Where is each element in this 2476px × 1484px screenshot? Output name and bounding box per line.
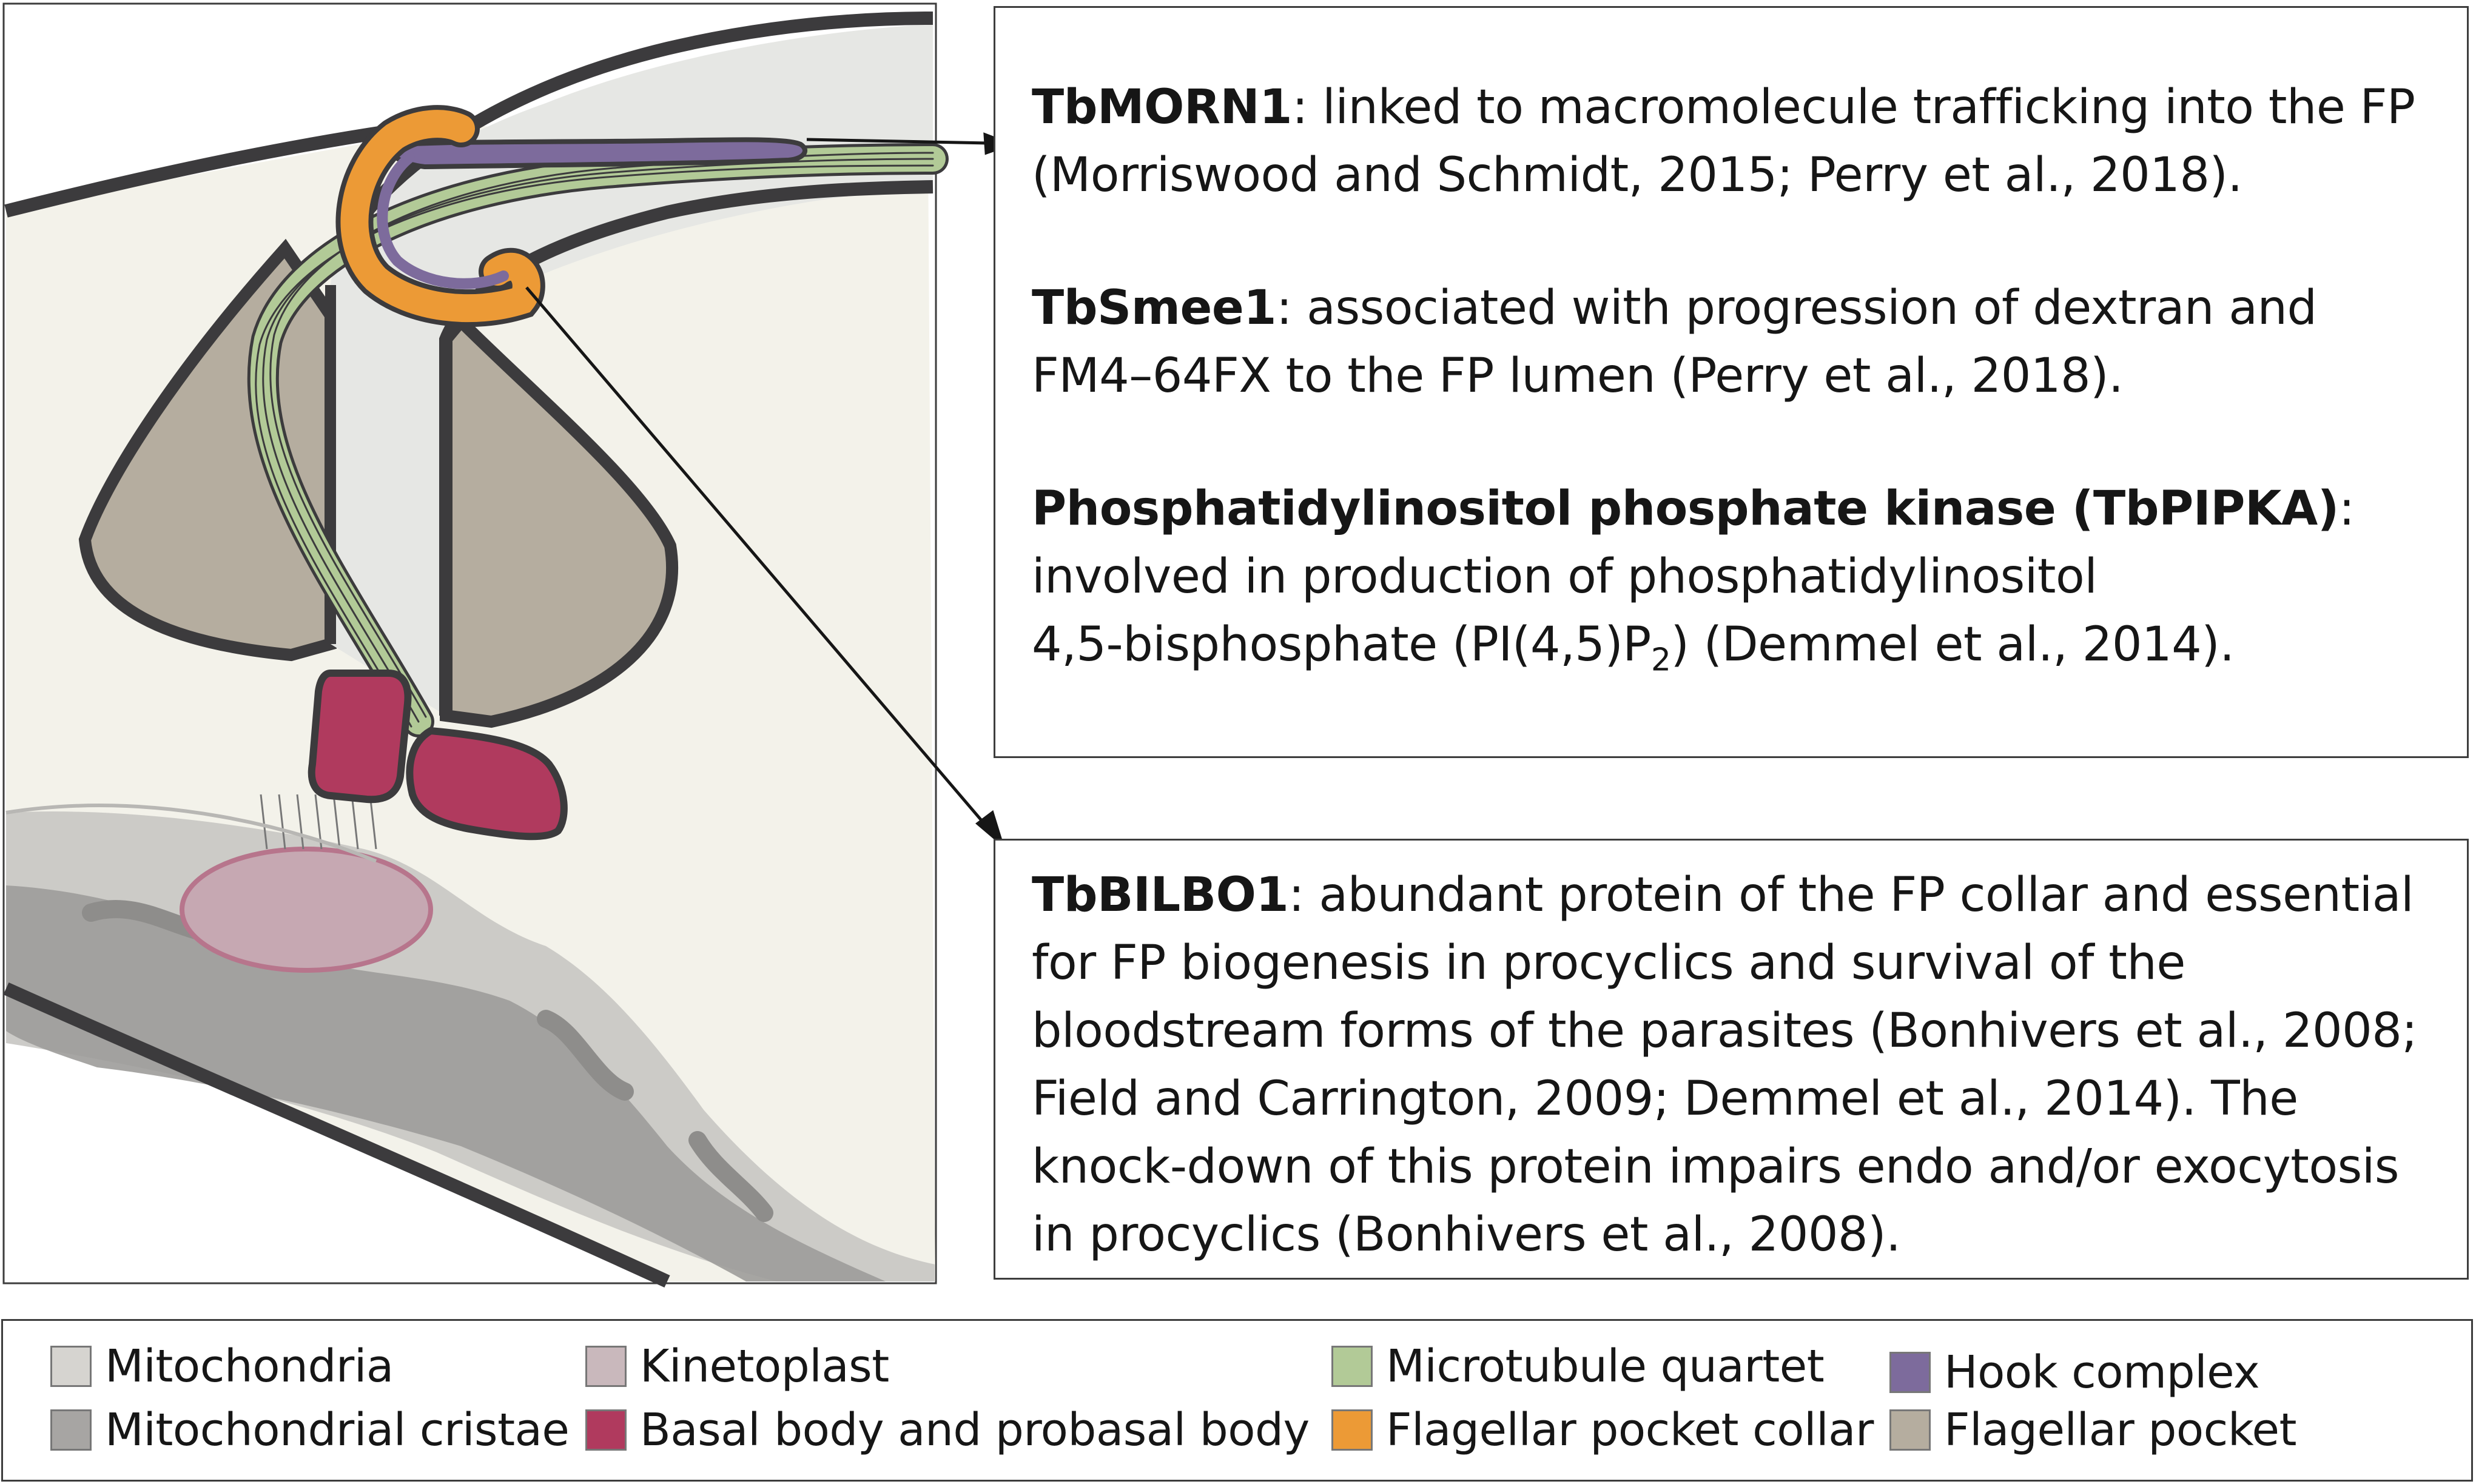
entry-tbpipka-detail: : involved in production of phosphatidyl…: [1032, 482, 2355, 604]
legend-swatch: [1331, 1409, 1373, 1451]
flagellar-pocket-right-lobe: [440, 312, 679, 728]
entry-tbpipka-name: Phosphatidylinositol phosphate kinase (T…: [1032, 482, 2339, 536]
legend-item-mitochondrial-cristae: Mitochondrial cristae: [50, 1403, 570, 1457]
basal-body: [406, 727, 568, 841]
kinetoplast: [180, 847, 433, 973]
legend-item-basal-body: Basal body and probasal body: [585, 1403, 1310, 1457]
arrow-to-tbmorn1: [806, 138, 989, 145]
legend-swatch: [1889, 1352, 1931, 1393]
legend-item-kinetoplast: Kinetoplast: [585, 1339, 889, 1394]
description-box-top: TbMORN1: linked to macromolecule traffic…: [994, 6, 2469, 758]
entry-tbbilbo1-detail: : abundant protein of the FP collar and …: [1032, 868, 2418, 1262]
entry-tbsmee1: TbSmee1: associated with progression of …: [1032, 274, 2431, 410]
legend-item-mitochondria: Mitochondria: [50, 1339, 394, 1394]
entry-tbsmee1-name: TbSmee1: [1032, 281, 1277, 335]
entry-tbbilbo1: TbBILBO1: abundant protein of the FP col…: [1032, 861, 2431, 1269]
entry-tbpipka-line3: 4,5-bisphosphate (PI(4,5)P2) (Demmel et …: [1032, 617, 2235, 679]
legend-swatch: [1889, 1409, 1931, 1451]
entry-tbpipka: Phosphatidylinositol phosphate kinase (T…: [1032, 475, 2431, 694]
probasal-body: [308, 670, 412, 804]
legend-swatch: [50, 1409, 92, 1451]
description-box-bottom: TbBILBO1: abundant protein of the FP col…: [994, 839, 2469, 1280]
legend-item-flagellar-pocket-collar: Flagellar pocket collar: [1331, 1403, 1874, 1457]
cell-outline-bottom: [3, 982, 670, 1288]
legend-item-flagellar-pocket: Flagellar pocket: [1889, 1403, 2297, 1457]
entry-tbsmee1-detail: : associated with progression of dextran…: [1032, 281, 2317, 403]
entry-tbbilbo1-name: TbBILBO1: [1032, 868, 1289, 922]
legend-item-microtubule-quartet: Microtubule quartet: [1331, 1339, 1825, 1394]
legend-swatch: [50, 1346, 92, 1387]
legend-swatch: [585, 1409, 627, 1451]
legend-swatch: [1331, 1346, 1373, 1387]
mitochondrial-cristae: [6, 885, 886, 1281]
kinetoplast-fibers: [260, 794, 377, 850]
legend-swatch: [585, 1346, 627, 1387]
entry-tbmorn1-detail: : linked to macromolecule trafficking in…: [1032, 80, 2415, 203]
hook-complex: [385, 137, 807, 170]
entry-tbmorn1: TbMORN1: linked to macromolecule traffic…: [1032, 73, 2431, 209]
basal-bodies: [308, 670, 568, 841]
legend-item-hook-complex: Hook complex: [1889, 1345, 2260, 1400]
flagellar-pocket-collar: [335, 105, 545, 327]
legend: Mitochondria Mitochondrial cristae Kinet…: [1, 1319, 2473, 1482]
arrow-to-tbbilbo1: [525, 286, 987, 827]
mitochondria-edge: [5, 804, 377, 863]
entry-tbmorn1-name: TbMORN1: [1032, 80, 1293, 135]
flagellum-membrane-top: [334, 12, 934, 252]
